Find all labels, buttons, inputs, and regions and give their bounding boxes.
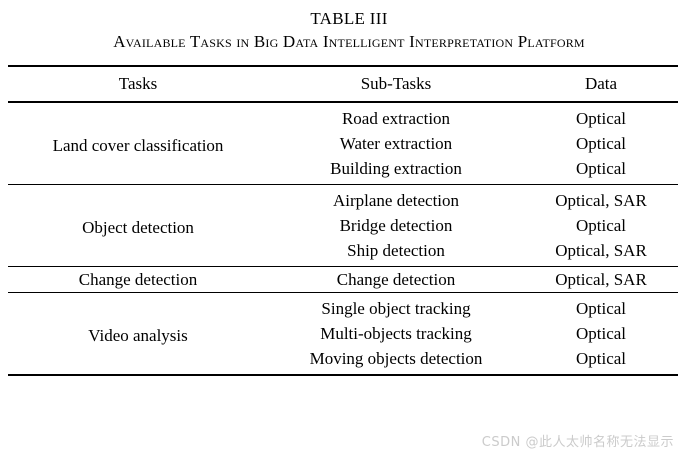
- rule-segment: [268, 374, 524, 401]
- table-row: Water extraction Optical: [8, 131, 678, 156]
- rule-segment: [524, 374, 678, 401]
- rule-segment: [8, 374, 268, 401]
- task-cell: Video analysis: [8, 292, 268, 375]
- subtask-cell: Airplane detection: [268, 184, 524, 213]
- table-row: Moving objects detection Optical: [8, 346, 678, 375]
- table-row: Change detection Change detection Optica…: [8, 266, 678, 293]
- column-header-subtasks: Sub-Tasks: [268, 65, 524, 102]
- data-cell: Optical, SAR: [524, 266, 678, 293]
- task-cell: Change detection: [8, 266, 268, 293]
- table-header-row: Tasks Sub-Tasks Data: [8, 65, 678, 102]
- table-row: Video analysis Single object tracking Op…: [8, 292, 678, 375]
- table-bottom-rule: [8, 374, 678, 401]
- table-row: Bridge detection Optical: [8, 213, 678, 238]
- data-cell: Optical, SAR: [524, 184, 678, 213]
- table-container: Tasks Sub-Tasks Data Land cover classifi…: [8, 65, 678, 401]
- subtask-cell: Multi-objects tracking: [320, 324, 472, 343]
- table-head: Tasks Sub-Tasks Data: [8, 65, 678, 102]
- task-cell: Land cover classification: [8, 101, 268, 185]
- table-row: Ship detection Optical, SAR: [8, 238, 678, 267]
- subtask-cell: Water extraction: [339, 134, 453, 153]
- subtask-cell: Bridge detection: [339, 216, 453, 235]
- table-row: Object detection Airplane detection Opti…: [8, 184, 678, 267]
- subtask-cell: Road extraction: [268, 101, 524, 131]
- table-caption: TABLE III Available Tasks in Big Data In…: [0, 0, 698, 53]
- data-cell: Optical: [575, 134, 627, 153]
- table-row: Land cover classification Road extractio…: [8, 101, 678, 185]
- column-header-data: Data: [524, 65, 678, 102]
- data-cell: Optical: [524, 101, 678, 131]
- table-row: Multi-objects tracking Optical: [8, 321, 678, 346]
- data-cell: Optical: [575, 216, 627, 235]
- table-row: Building extraction Optical: [8, 156, 678, 185]
- data-cell: Optical: [575, 349, 627, 368]
- task-cell: Object detection: [8, 184, 268, 267]
- table-body: Land cover classification Road extractio…: [8, 101, 678, 401]
- data-cell: Optical: [524, 292, 678, 321]
- tasks-table: Tasks Sub-Tasks Data Land cover classifi…: [8, 65, 678, 401]
- subtask-cell: Moving objects detection: [309, 349, 483, 368]
- subtask-cell: Building extraction: [330, 159, 462, 178]
- data-cell: Optical, SAR: [555, 241, 647, 260]
- data-cell: Optical: [575, 324, 627, 343]
- subtask-cell: Change detection: [268, 266, 524, 293]
- subtask-cell: Ship detection: [347, 241, 445, 260]
- table-title: Available Tasks in Big Data Intelligent …: [113, 32, 585, 51]
- table-number: TABLE III: [310, 9, 388, 28]
- csdn-watermark: CSDN @此人太帅名称无法显示: [481, 435, 674, 450]
- column-header-tasks: Tasks: [8, 65, 268, 102]
- subtask-cell: Single object tracking: [268, 292, 524, 321]
- data-cell: Optical: [575, 159, 627, 178]
